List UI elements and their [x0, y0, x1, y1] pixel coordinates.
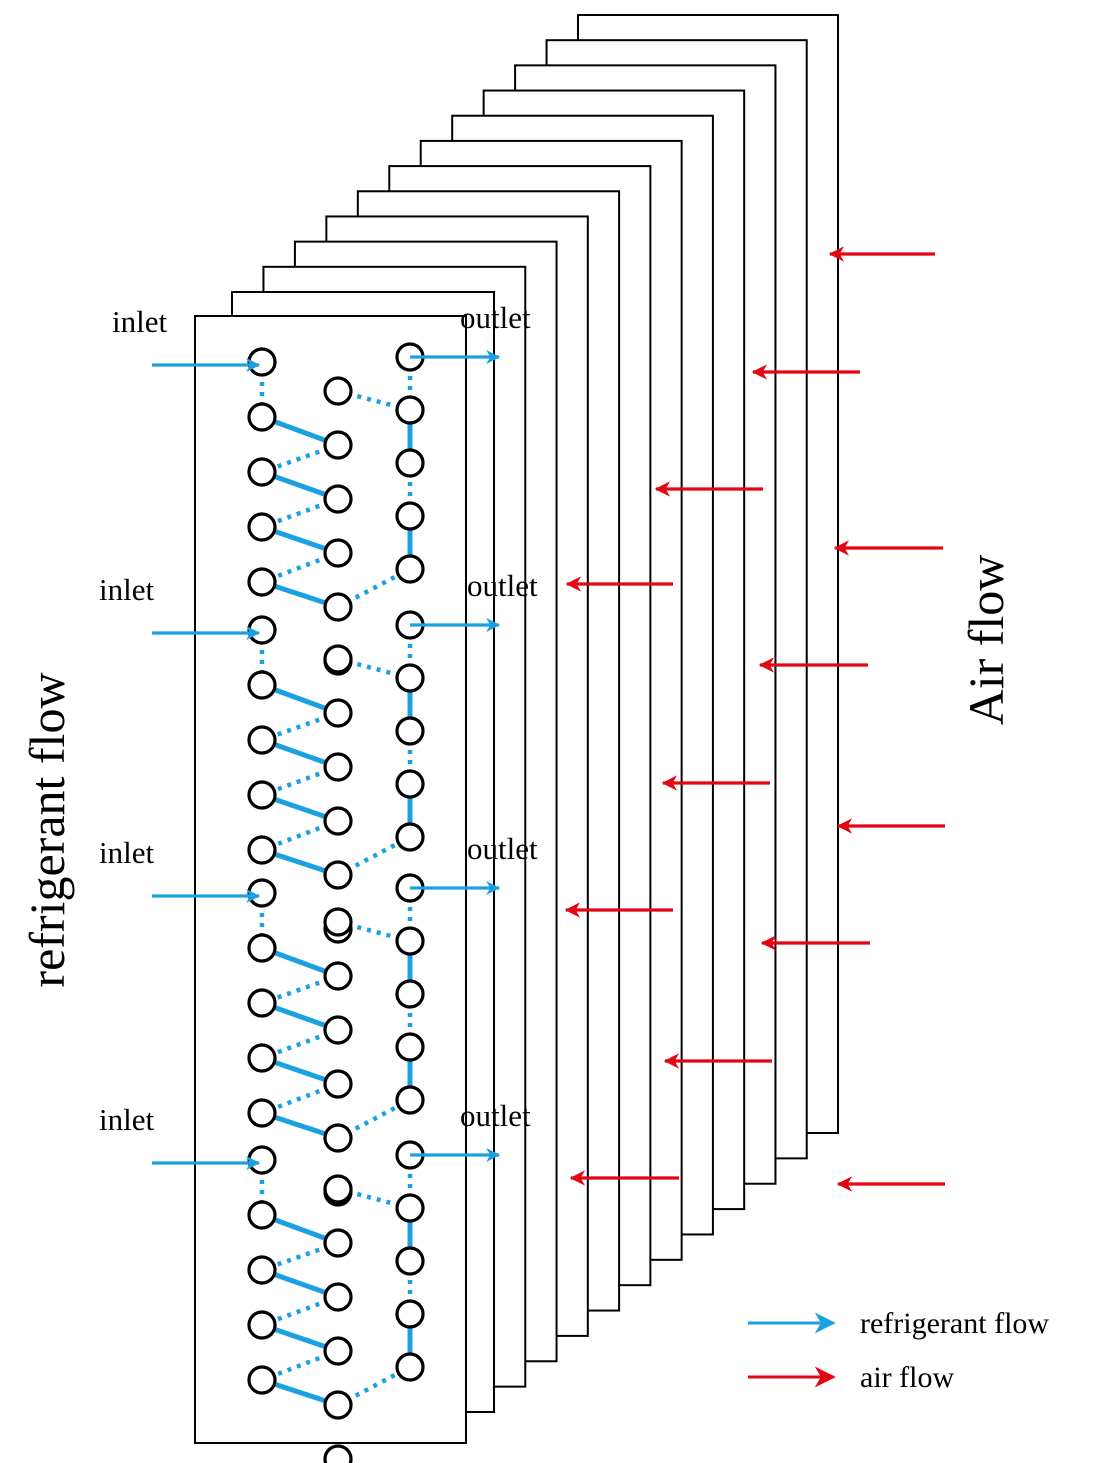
tube-hole [395, 1032, 425, 1062]
tube-hole [247, 457, 277, 487]
tube-hole [323, 907, 353, 937]
legend-air-label: air flow [860, 1361, 954, 1394]
tube-hole [395, 822, 425, 852]
outlet-label: outlet [460, 300, 531, 335]
tube-hole [395, 1246, 425, 1276]
tube-hole [395, 769, 425, 799]
inlet-label: inlet [99, 572, 154, 607]
tube-hole [395, 663, 425, 693]
air-flow-label: Air flow [958, 555, 1014, 726]
tube-hole [247, 615, 277, 645]
air-flow-arrows [564, 246, 945, 1192]
tube-hole [395, 1299, 425, 1329]
tube-hole [247, 835, 277, 865]
tube-hole [395, 716, 425, 746]
tube-hole [323, 484, 353, 514]
tube-hole [323, 538, 353, 568]
tube-hole [323, 430, 353, 460]
tube-hole [247, 402, 277, 432]
tube-hole [323, 860, 353, 890]
tube-holes [247, 342, 425, 1463]
tube-hole [247, 725, 277, 755]
tube-hole [323, 376, 353, 406]
tube-hole [323, 1123, 353, 1153]
inlet-label: inlet [99, 835, 154, 870]
tube-hole [247, 1200, 277, 1230]
tube-hole [395, 448, 425, 478]
tube-hole [323, 752, 353, 782]
tube-hole [247, 347, 277, 377]
tube-hole [395, 979, 425, 1009]
tube-hole [323, 1390, 353, 1420]
legend-refrigerant-label: refrigerant flow [860, 1307, 1049, 1340]
tube-hole [395, 395, 425, 425]
tube-hole [323, 961, 353, 991]
tube-hole [247, 933, 277, 963]
tube-hole [247, 1098, 277, 1128]
outlet-label: outlet [460, 1098, 531, 1133]
refrigerant-flow-label: refrigerant flow [19, 672, 75, 987]
tube-hole [247, 878, 277, 908]
tube-hole [323, 1015, 353, 1045]
tube-hole [323, 1228, 353, 1258]
tube-hole [323, 592, 353, 622]
tube-hole [323, 698, 353, 728]
tube-hole [323, 1444, 353, 1463]
tube-hole [247, 567, 277, 597]
tube-hole [247, 988, 277, 1018]
tube-hole [247, 1145, 277, 1175]
tube-hole [323, 1282, 353, 1312]
tube-hole [395, 1193, 425, 1223]
tube-hole [395, 926, 425, 956]
outlet-label: outlet [467, 568, 538, 603]
legend: refrigerant flow air flow [748, 1307, 1049, 1394]
tube-hole [395, 1085, 425, 1115]
outlet-label: outlet [467, 831, 538, 866]
inlet-label: inlet [99, 1102, 154, 1137]
inlet-label: inlet [112, 304, 167, 339]
tube-hole [395, 1352, 425, 1382]
tube-hole [323, 1069, 353, 1099]
tube-hole [395, 554, 425, 584]
tube-hole [247, 1310, 277, 1340]
tube-hole [247, 1365, 277, 1395]
tube-hole [323, 1336, 353, 1366]
tube-hole [323, 1174, 353, 1204]
tube-hole [247, 670, 277, 700]
circuit-ports: inlet outlet inlet outlet inlet outlet inlet ou… [99, 300, 538, 1171]
tube-hole [323, 644, 353, 674]
tube-hole [247, 780, 277, 810]
tube-hole [247, 1255, 277, 1285]
tube-hole [247, 512, 277, 542]
tube-hole [395, 501, 425, 531]
tube-hole [247, 1043, 277, 1073]
tube-hole [323, 806, 353, 836]
